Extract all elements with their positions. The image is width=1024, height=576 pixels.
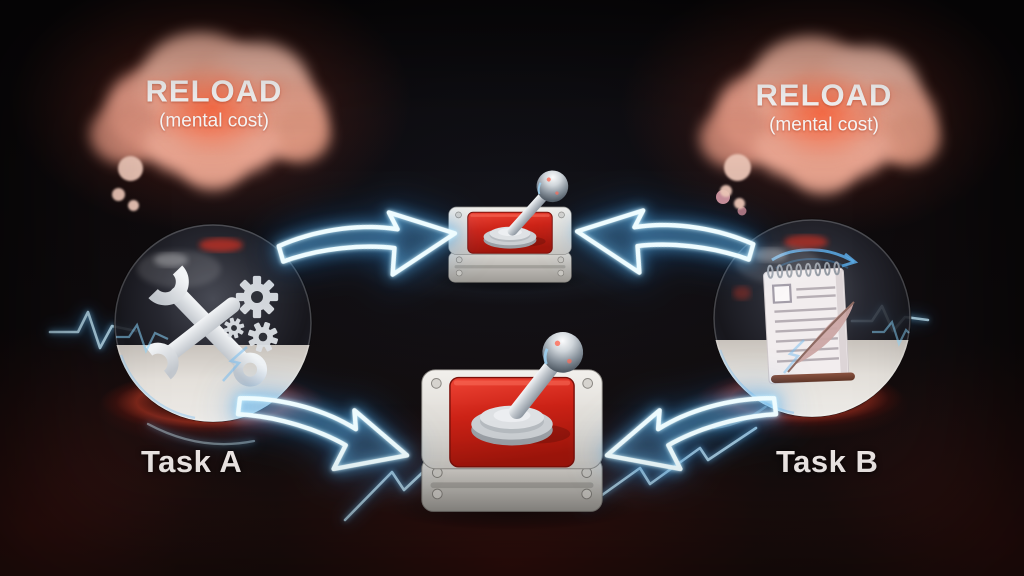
neon-streak bbox=[783, 339, 805, 374]
cloud-puff bbox=[270, 108, 330, 162]
ekg-pulse-icon bbox=[116, 322, 169, 354]
cloud-glow-core bbox=[152, 60, 272, 156]
neon-streak bbox=[222, 346, 248, 382]
checkbox-icon bbox=[771, 283, 793, 304]
sphere-frosted-base bbox=[116, 345, 310, 422]
rim-light bbox=[119, 354, 196, 420]
cloud-text: RELOAD (mental cost) bbox=[698, 79, 950, 136]
thought-bubble-icon bbox=[128, 200, 139, 211]
reload-title: RELOAD bbox=[145, 73, 283, 109]
thought-bubble-icon bbox=[724, 154, 751, 181]
crystal-sphere-task-b bbox=[712, 218, 912, 418]
thought-cloud-left: RELOAD (mental cost) bbox=[88, 20, 340, 192]
red-glint bbox=[199, 238, 243, 252]
mental-cost-subtitle: (mental cost) bbox=[159, 110, 269, 132]
sphere-rim bbox=[713, 219, 911, 417]
rim-light bbox=[718, 349, 795, 415]
specular-highlight bbox=[154, 253, 188, 267]
notepad-icon bbox=[763, 261, 855, 385]
specular-highlight bbox=[736, 245, 820, 283]
thought-bubble-icon bbox=[118, 156, 143, 181]
refresh-arrow-icon bbox=[771, 248, 859, 269]
cloud-puff bbox=[880, 112, 940, 166]
gear-icon bbox=[219, 275, 283, 357]
thought-bubble-icon bbox=[112, 188, 125, 201]
mental-cost-subtitle: (mental cost) bbox=[769, 114, 879, 136]
cloud-text: RELOAD (mental cost) bbox=[88, 75, 340, 132]
glass-sphere bbox=[113, 223, 313, 423]
reload-title: RELOAD bbox=[755, 77, 893, 113]
quill-icon bbox=[787, 301, 855, 373]
task-b-label: Task B bbox=[776, 444, 879, 479]
pen-bar bbox=[770, 372, 855, 384]
thought-bubble-icon bbox=[734, 198, 745, 209]
glass-sphere bbox=[712, 218, 912, 418]
cloud-glow-core bbox=[762, 64, 882, 160]
thought-bubble-icon bbox=[720, 185, 732, 197]
wrench-icon bbox=[145, 265, 268, 387]
sphere-frosted-base bbox=[715, 340, 909, 417]
specular-highlight bbox=[137, 250, 221, 288]
task-a-label: Task A bbox=[141, 444, 243, 479]
red-glint bbox=[733, 286, 751, 300]
crystal-sphere-task-a bbox=[113, 223, 313, 423]
sphere-rim bbox=[114, 224, 312, 422]
specular-highlight bbox=[753, 248, 787, 262]
ekg-pulse-icon bbox=[872, 319, 910, 347]
red-glint bbox=[784, 235, 828, 249]
thought-cloud-right: RELOAD (mental cost) bbox=[698, 24, 950, 196]
